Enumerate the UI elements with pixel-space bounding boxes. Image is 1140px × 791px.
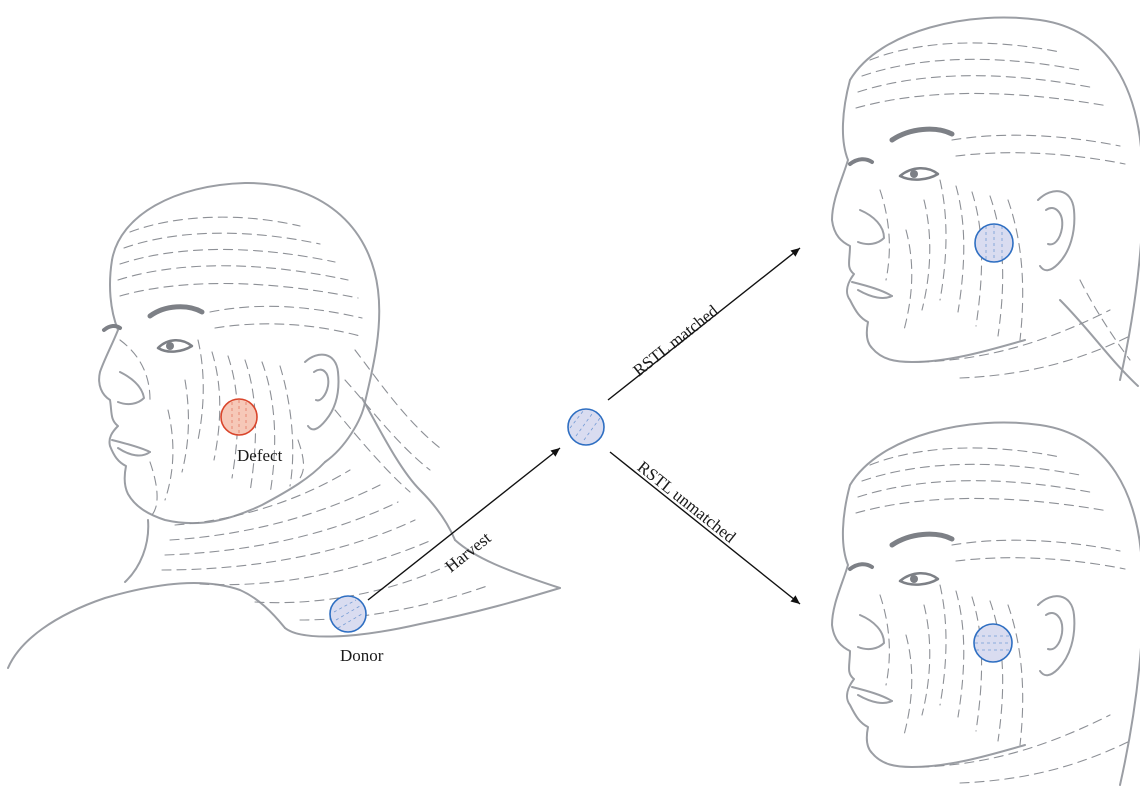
donor-label: Donor: [340, 647, 383, 664]
defect-label: Defect: [237, 447, 282, 464]
main-head-rstl-lines: [118, 217, 490, 620]
main-head-illustration: [8, 183, 560, 668]
donor-site-icon: [330, 596, 366, 632]
unmatched-graft-icon: [974, 624, 1012, 662]
result-head-top: [832, 18, 1140, 387]
defect-site-icon: [221, 399, 257, 435]
matched-graft-icon: [975, 224, 1013, 262]
result-head-bottom: [832, 423, 1140, 786]
harvested-graft-icon: [568, 409, 604, 445]
